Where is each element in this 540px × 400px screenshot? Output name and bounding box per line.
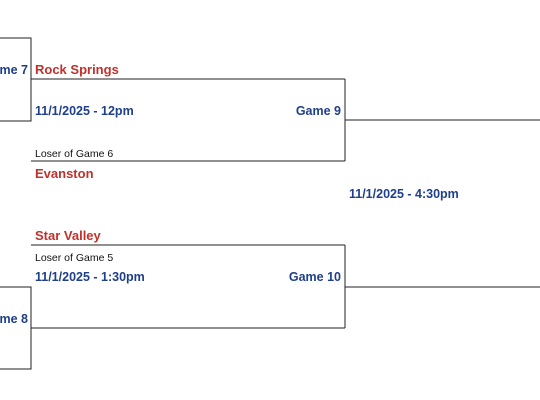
game7-box-edge — [0, 37, 32, 122]
game8-label: Game 8 — [0, 312, 28, 326]
game9-bottom-source: Loser of Game 6 — [35, 148, 114, 160]
game10-team-top: Star Valley — [35, 228, 101, 243]
game9-label: Game 9 — [295, 104, 341, 118]
game10-top-source: Loser of Game 5 — [35, 252, 114, 264]
game10-datetime: 11/1/2025 - 1:30pm — [35, 270, 145, 284]
game9-team-bottom: Evanston — [35, 166, 94, 181]
game7-label: Game 7 — [0, 63, 28, 77]
game9-datetime: 11/1/2025 - 12pm — [35, 104, 134, 118]
final-datetime: 11/1/2025 - 4:30pm — [349, 187, 459, 201]
game9-team-top: Rock Springs — [35, 62, 119, 77]
game10-label: Game 10 — [288, 270, 341, 284]
game8-box-edge — [0, 286, 32, 370]
